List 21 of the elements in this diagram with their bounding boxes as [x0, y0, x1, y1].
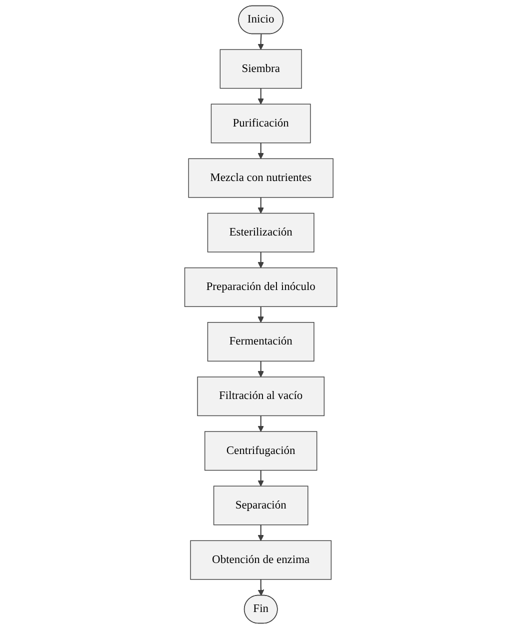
node-box: Siembra [219, 49, 302, 89]
node-box: Centrifugación [204, 431, 317, 471]
arrow [257, 88, 264, 104]
arrow [257, 524, 264, 541]
node-box: Separación [213, 486, 308, 526]
node-box: Filtración al vacío [196, 376, 324, 416]
node-box: Mezcla con nutrientes [188, 158, 334, 198]
node-box: Fermentación [207, 322, 314, 362]
arrow [257, 470, 264, 486]
node-box: Esterilización [207, 212, 314, 252]
arrow [257, 34, 264, 50]
arrow [257, 361, 264, 378]
node-box: Purificación [210, 104, 310, 144]
arrow [257, 197, 264, 214]
node-box: Preparación del inóculo [184, 267, 337, 307]
arrow [257, 416, 264, 432]
node-box: Obtención de enzima [190, 540, 332, 580]
arrow [257, 142, 264, 159]
arrow [257, 252, 264, 268]
arrow [257, 306, 264, 323]
arrow [257, 579, 264, 596]
